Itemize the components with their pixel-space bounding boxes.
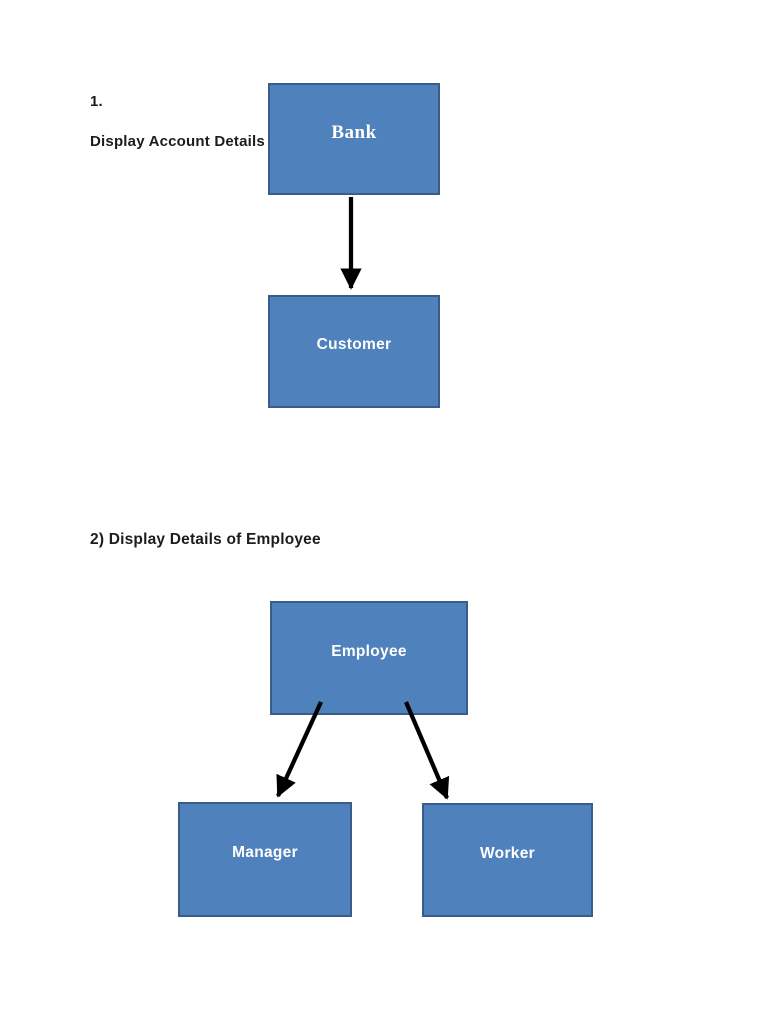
diagram-node-manager: Manager (178, 802, 352, 917)
diagram-node-worker: Worker (422, 803, 593, 917)
arrow-employee-to-manager (276, 701, 323, 798)
node-label: Manager (232, 844, 298, 861)
section1-number: 1. (90, 93, 103, 110)
section1-heading: Display Account Details (90, 133, 265, 150)
node-label: Worker (480, 844, 535, 862)
diagram-node-bank: Bank (268, 83, 440, 195)
section2-heading: 2) Display Details of Employee (90, 531, 321, 548)
node-label: Employee (331, 642, 407, 660)
arrow-employee-to-worker (404, 701, 450, 800)
diagram-node-customer: Customer (268, 295, 440, 408)
diagram-node-employee: Employee (270, 601, 468, 715)
node-label: Bank (331, 121, 377, 143)
node-label: Customer (316, 336, 392, 353)
